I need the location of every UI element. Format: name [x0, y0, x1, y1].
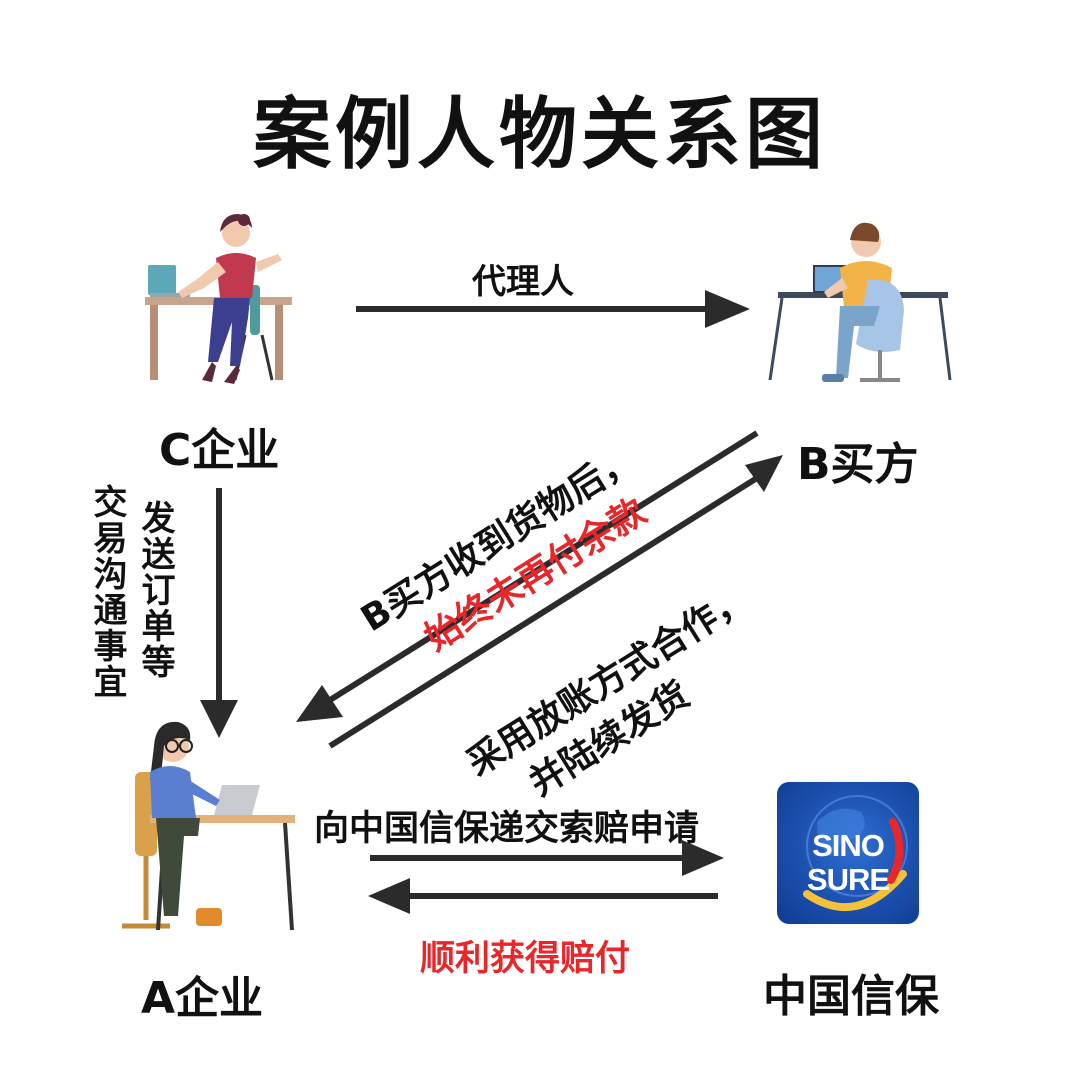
paid-label: 顺利获得赔付: [420, 930, 630, 981]
c-company-label: C企业: [159, 414, 279, 478]
paid-arrow: [368, 878, 718, 914]
sinosure-label: 中国信保: [763, 960, 939, 1024]
logo-text-line1: SINO: [777, 828, 919, 864]
b-buyer-label: B买方: [797, 428, 919, 492]
c-to-a-arrow: [200, 488, 238, 738]
b-buyer-figure: [770, 223, 950, 382]
agent-label: 代理人: [472, 254, 574, 303]
sinosure-logo: SINO SURE: [777, 782, 919, 924]
c-company-figure: [145, 214, 292, 384]
claim-label: 向中国信保递交索赔申请: [314, 800, 699, 851]
a-company-label: A企业: [141, 962, 263, 1026]
c-to-a-label-col1: 发送订单等: [132, 500, 178, 680]
c-to-a-label-col2: 交易沟通事宜: [84, 484, 130, 700]
logo-text-line2: SURE: [777, 862, 919, 898]
a-company-figure: [122, 722, 295, 930]
